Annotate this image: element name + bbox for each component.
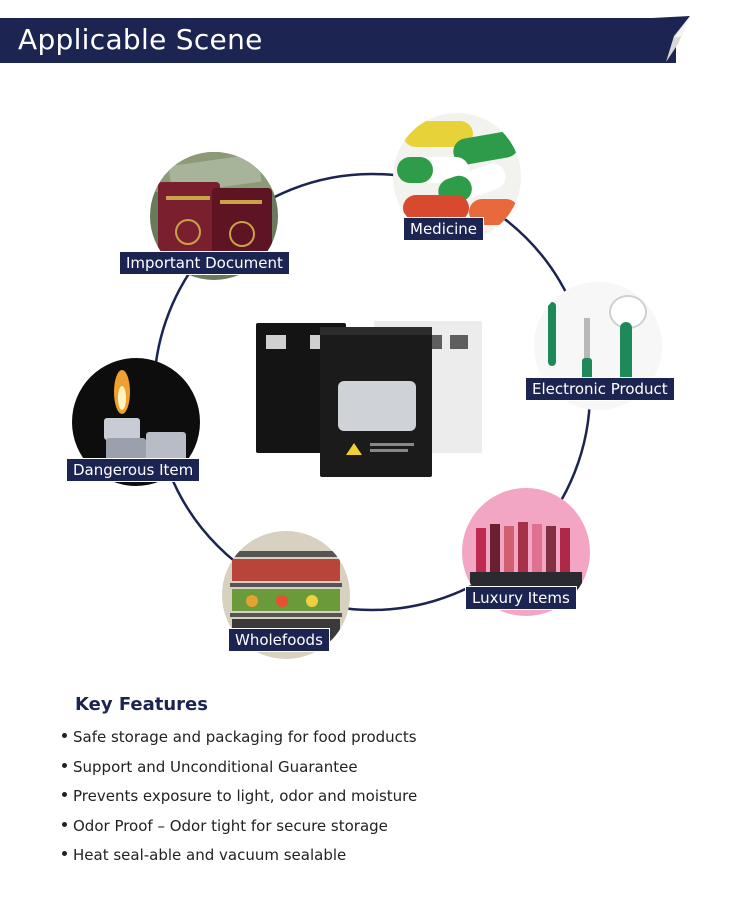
feature-item: Support and Unconditional Guarantee: [62, 756, 417, 786]
bullet-icon: [62, 733, 67, 738]
scene-label-medicine: Medicine: [403, 217, 485, 241]
scene-label-wholefoods: Wholefoods: [228, 628, 330, 652]
banner-fold-icon: [652, 16, 690, 62]
header-banner: [0, 18, 676, 63]
mylar-bags-image: [256, 321, 482, 477]
bullet-icon: [62, 792, 67, 797]
feature-item: Odor Proof – Odor tight for secure stora…: [62, 815, 417, 845]
scene-label-electronic-product: Electronic Product: [525, 377, 675, 401]
feature-item: Heat seal-able and vacuum sealable: [62, 844, 417, 874]
bullet-icon: [62, 821, 67, 827]
feature-item: Safe storage and packaging for food prod…: [62, 726, 417, 756]
bullet-icon: [62, 851, 67, 856]
scene-label-luxury-items: Luxury Items: [465, 586, 577, 610]
features-list: Safe storage and packaging for food prod…: [62, 726, 417, 874]
scene-label-dangerous-item: Dangerous Item: [66, 458, 201, 482]
features-title: Key Features: [75, 694, 208, 715]
bullet-icon: [62, 762, 67, 768]
feature-item: Prevents exposure to light, odor and moi…: [62, 785, 417, 815]
scene-label-important-document: Important Document: [119, 251, 290, 275]
page-title: Applicable Scene: [18, 23, 263, 56]
passport-money-icon: [150, 152, 278, 280]
scene-important-document: [150, 152, 278, 280]
